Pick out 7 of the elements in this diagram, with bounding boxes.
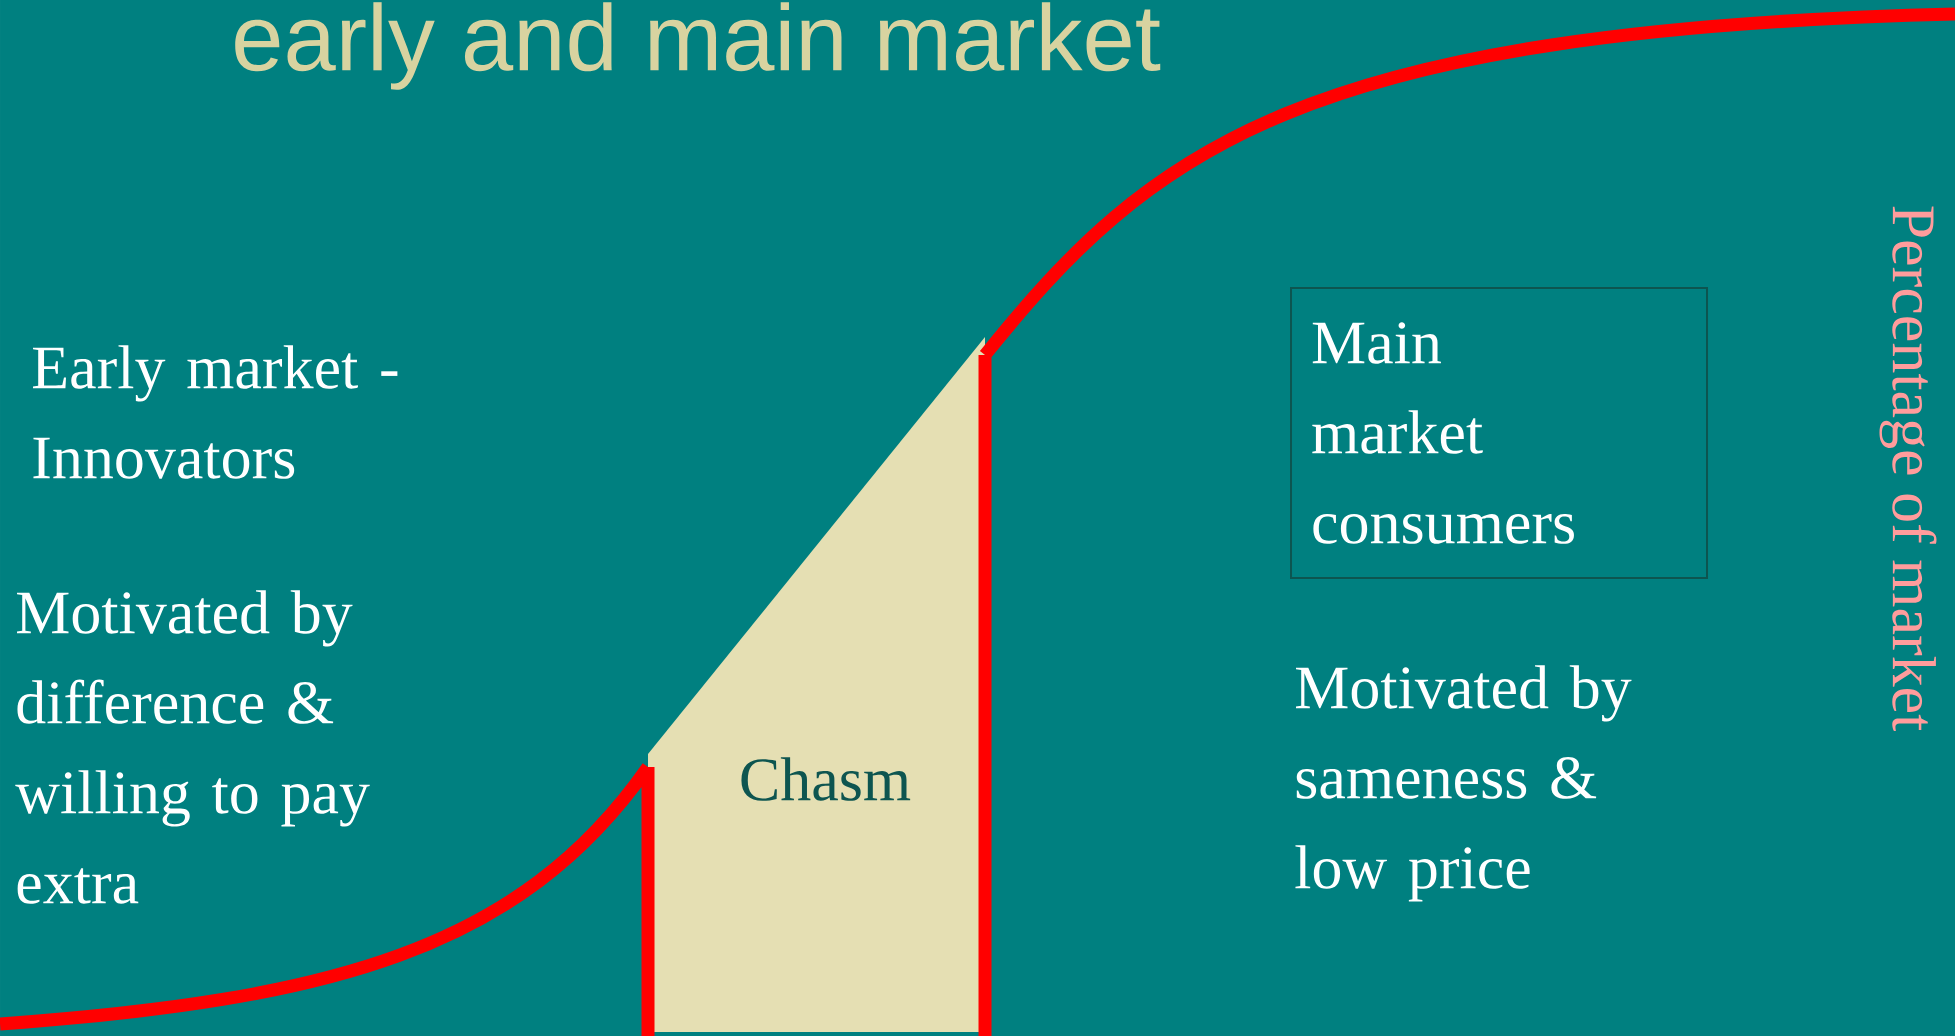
description-text: Motivated by difference & willing to pay extra [15,590,370,904]
chasm-label: Chasm [741,757,911,801]
description-text: Motivated by sameness & low price [1295,665,1632,902]
text-box: Main market consumers [1290,287,1708,579]
title: early and main market [235,2,1161,90]
axis-label: Percentage of market [1879,206,1937,732]
description-text: Early market - Innovators [33,345,398,479]
